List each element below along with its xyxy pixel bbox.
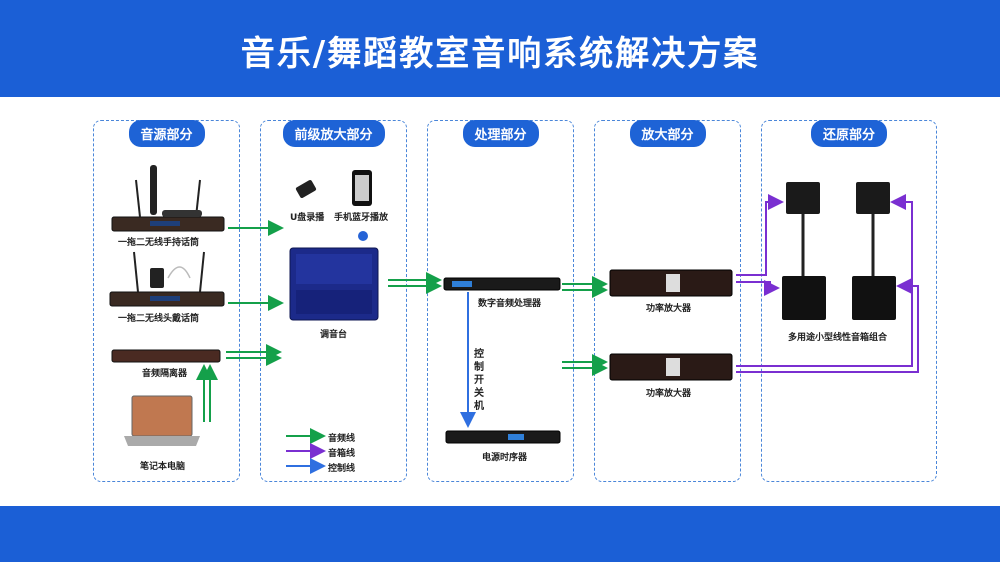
power-sequencer-icon <box>445 430 561 444</box>
speaker-set-1-icon <box>782 182 826 320</box>
panel-processing: 处理部分 <box>427 120 574 482</box>
speaker-set-2-icon <box>852 182 896 320</box>
footer-bar <box>0 506 1000 562</box>
handheld-mic-receiver-icon <box>111 165 225 232</box>
mixer-icon <box>289 247 379 321</box>
panel-source: 音源部分 <box>93 120 240 482</box>
panel-preamp-title: 前级放大部分 <box>282 120 385 147</box>
panel-amplify-title: 放大部分 <box>629 120 706 147</box>
label-sequencer: 电源时序器 <box>482 453 528 463</box>
panel-restore: 还原部分 <box>761 120 937 482</box>
audio-lines <box>196 220 608 422</box>
label-amp-2: 功率放大器 <box>646 389 692 399</box>
power-amp-2-icon <box>609 353 733 381</box>
phone-icon <box>352 170 372 206</box>
panel-amplify: 放大部分 <box>594 120 741 482</box>
legend-audio-label: 音频线 <box>328 434 356 444</box>
page-title: 音乐/舞蹈教室音响系统解决方案 <box>240 34 760 74</box>
label-control-switch: 控制开关机 <box>474 349 484 412</box>
panel-preamp: 前级放大部分 <box>260 120 407 482</box>
header-bar <box>0 0 1000 97</box>
label-handheld-mic: 一拖二无线手持话筒 <box>118 238 200 248</box>
headset-mic-receiver-icon <box>109 251 225 307</box>
audio-isolator-icon <box>111 349 221 363</box>
panel-processing-title: 处理部分 <box>462 120 539 147</box>
legend-speaker-label: 音箱线 <box>328 449 356 459</box>
panel-source-title: 音源部分 <box>128 120 205 147</box>
bluetooth-icon <box>358 231 368 241</box>
speaker-lines <box>736 194 919 373</box>
label-phone: 手机蓝牙播放 <box>334 213 389 223</box>
dsp-icon <box>443 277 561 291</box>
label-isolator: 音频隔离器 <box>142 369 188 379</box>
label-laptop: 笔记本电脑 <box>140 462 186 472</box>
panel-restore-title: 还原部分 <box>810 120 888 147</box>
label-usb: U盘录播 <box>290 213 325 223</box>
label-mixer: 调音台 <box>320 330 348 340</box>
label-dsp: 数字音频处理器 <box>478 299 542 309</box>
label-speakers: 多用途小型线性音箱组合 <box>788 333 888 343</box>
usb-drive-icon <box>295 180 317 198</box>
power-amp-1-icon <box>609 269 733 297</box>
laptop-icon <box>124 395 200 446</box>
label-amp-1: 功率放大器 <box>646 304 692 314</box>
legend-control-label: 控制线 <box>328 464 356 474</box>
label-headset-mic: 一拖二无线头戴话筒 <box>118 314 200 324</box>
